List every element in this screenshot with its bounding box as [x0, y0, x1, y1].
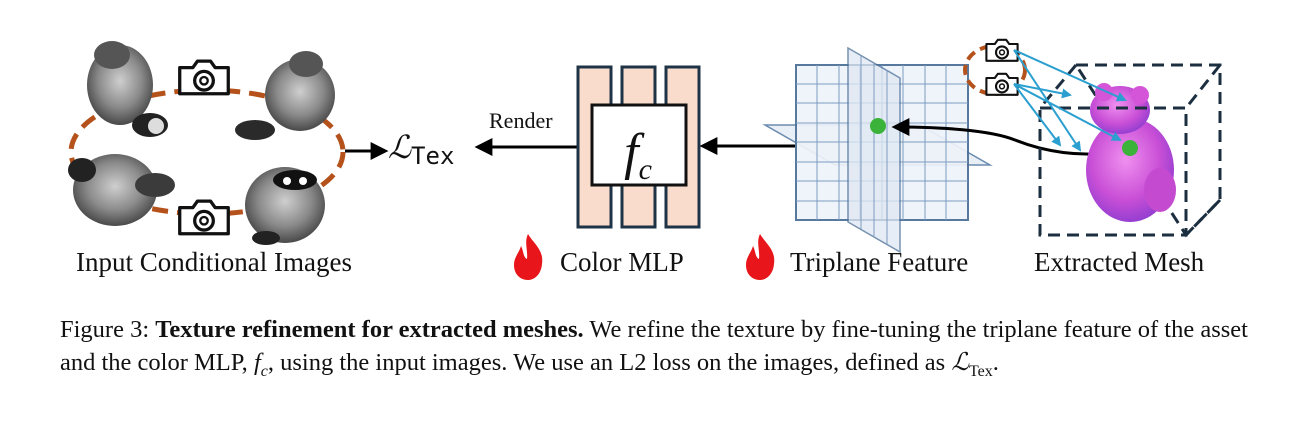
- mlp-symbol-label: fc: [606, 123, 670, 190]
- caption-fc-symbol: f: [253, 349, 261, 376]
- caption-text-2: , using the input images. We use an L2 l…: [267, 349, 946, 376]
- render-label: Render: [489, 108, 553, 133]
- raccoon-plush-image: [245, 167, 325, 245]
- triplane-feature-label: Triplane Feature: [790, 247, 969, 277]
- raccoon-plush-image: [235, 51, 335, 140]
- color-mlp-block: [576, 65, 701, 229]
- mlp-subscript: c: [638, 153, 652, 186]
- color-mlp-label: Color MLP: [560, 247, 684, 277]
- mlp-symbol: f: [624, 124, 639, 181]
- loss-label: ℒTex: [388, 128, 455, 170]
- flame-icon: [746, 234, 775, 280]
- query-point: [870, 118, 886, 134]
- input-images-group: [68, 41, 346, 245]
- triplane-feature: [762, 46, 993, 254]
- caption-loss-subscript: Tex: [968, 362, 993, 380]
- camera-icon: [178, 59, 230, 96]
- caption-text-1: We refine the texture by fine-tuning the…: [60, 316, 1248, 376]
- caption-title: Texture refinement for extracted meshes.: [155, 316, 584, 343]
- mesh-to-triplane-arrow: [891, 118, 1131, 156]
- caption-end: .: [992, 349, 999, 376]
- raccoon-plush-image: [68, 154, 175, 226]
- mesh-cameras: [963, 38, 1127, 152]
- extracted-mesh: [1038, 63, 1222, 238]
- figure-number: Figure 3:: [60, 316, 150, 343]
- figure-caption: Figure 3: Texture refinement for extract…: [60, 314, 1250, 388]
- mesh-render-image: [1086, 83, 1176, 222]
- camera-icon: [985, 38, 1019, 62]
- flame-icon: [514, 234, 543, 280]
- loss-symbol: ℒ: [388, 128, 412, 166]
- loss-subscript: Tex: [411, 142, 455, 170]
- camera-icon: [985, 72, 1019, 96]
- camera-icon: [178, 199, 230, 236]
- raccoon-plush-image: [87, 41, 168, 137]
- extracted-mesh-label: Extracted Mesh: [1034, 247, 1205, 277]
- input-images-label: Input Conditional Images: [76, 247, 352, 277]
- figure-diagram: Render ℒTex fc Input Conditional Images …: [68, 38, 1222, 280]
- caption-fc-subscript: c: [260, 362, 268, 380]
- caption-loss-symbol: ℒ: [951, 347, 969, 376]
